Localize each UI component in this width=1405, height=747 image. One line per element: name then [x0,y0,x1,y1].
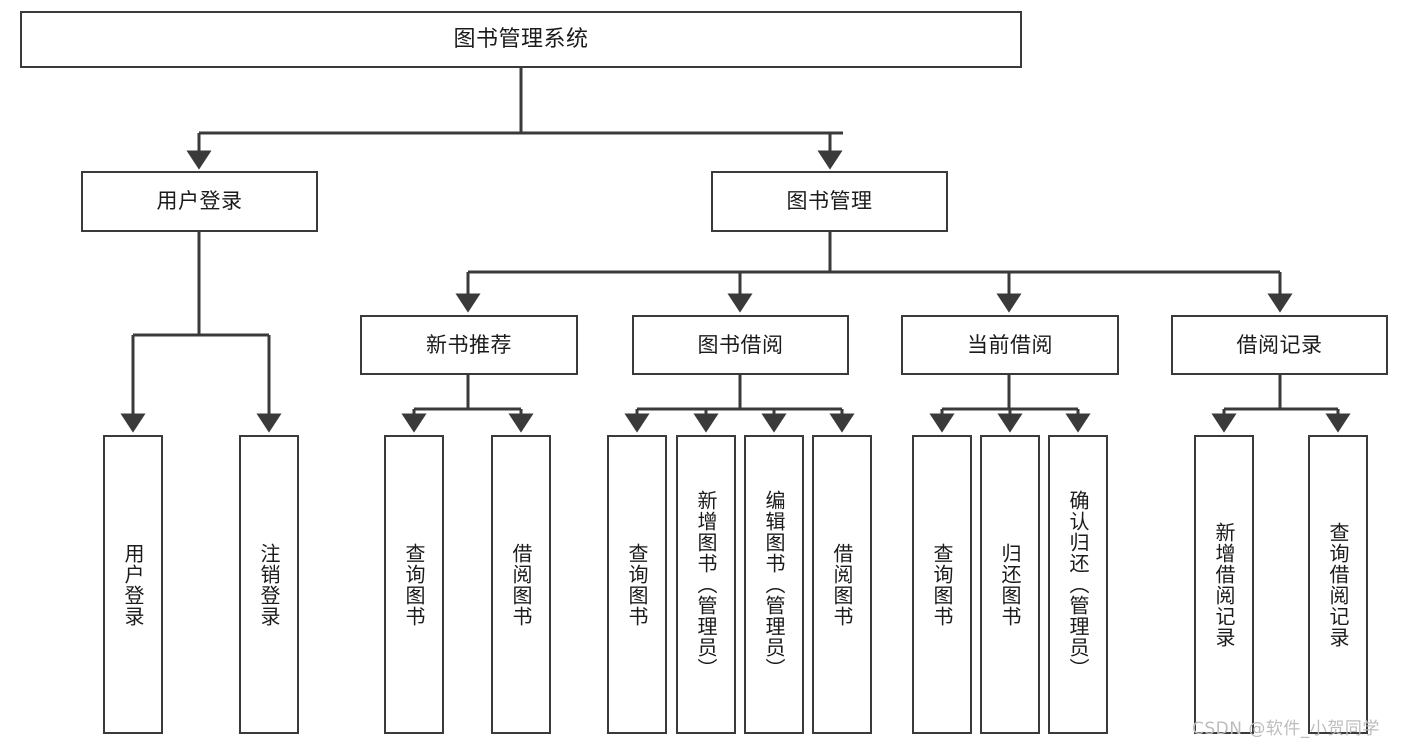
node-leaf-return-book-label: 归还图书 [998,542,1022,627]
node-leaf-return-book[interactable]: 归还图书 [980,435,1040,734]
node-book-manage[interactable]: 图书管理 [711,171,948,232]
node-leaf-query-book-3-label: 查询图书 [930,542,954,627]
node-book-manage-label: 图书管理 [786,189,873,214]
node-leaf-add-book-admin-label: 新增图书（管理员） [694,490,718,679]
node-user-login-label: 用户登录 [156,189,243,214]
node-leaf-edit-book-admin[interactable]: 编辑图书（管理员） [744,435,804,734]
node-current-borrow[interactable]: 当前借阅 [901,315,1119,375]
node-leaf-edit-book-admin-label: 编辑图书（管理员） [762,490,786,679]
node-leaf-confirm-return-admin[interactable]: 确认归还（管理员） [1048,435,1108,734]
node-new-book-rec[interactable]: 新书推荐 [360,315,578,375]
node-leaf-query-book-2[interactable]: 查询图书 [607,435,667,734]
node-leaf-logout-label: 注销登录 [257,542,281,627]
csdn-watermark: CSDN @软件_小贺同学 [1192,719,1380,739]
node-leaf-borrow-book-2-label: 借阅图书 [830,542,854,627]
node-leaf-query-book-3[interactable]: 查询图书 [912,435,972,734]
node-leaf-add-borrow-record-label: 新增借阅记录 [1212,521,1236,648]
node-leaf-add-borrow-record[interactable]: 新增借阅记录 [1194,435,1254,734]
node-root[interactable]: 图书管理系统 [20,11,1022,68]
node-leaf-add-book-admin[interactable]: 新增图书（管理员） [676,435,736,734]
node-leaf-query-book-1-label: 查询图书 [402,542,426,627]
node-leaf-logout[interactable]: 注销登录 [239,435,299,734]
node-leaf-borrow-book-1[interactable]: 借阅图书 [491,435,551,734]
node-leaf-user-login[interactable]: 用户登录 [103,435,163,734]
node-book-borrow[interactable]: 图书借阅 [632,315,849,375]
node-leaf-confirm-return-admin-label: 确认归还（管理员） [1066,490,1090,679]
node-borrow-record[interactable]: 借阅记录 [1171,315,1388,375]
node-leaf-borrow-book-1-label: 借阅图书 [509,542,533,627]
node-current-borrow-label: 当前借阅 [967,332,1053,357]
node-root-label: 图书管理系统 [453,26,589,52]
node-new-book-rec-label: 新书推荐 [426,332,512,357]
node-leaf-query-book-1[interactable]: 查询图书 [384,435,444,734]
node-user-login[interactable]: 用户登录 [81,171,318,232]
node-leaf-user-login-label: 用户登录 [121,542,145,627]
node-leaf-borrow-book-2[interactable]: 借阅图书 [812,435,872,734]
node-book-borrow-label: 图书借阅 [697,332,784,357]
node-leaf-query-book-2-label: 查询图书 [625,542,649,627]
node-leaf-query-borrow-record[interactable]: 查询借阅记录 [1308,435,1368,734]
node-borrow-record-label: 借阅记录 [1236,332,1323,357]
node-leaf-query-borrow-record-label: 查询借阅记录 [1326,521,1350,648]
